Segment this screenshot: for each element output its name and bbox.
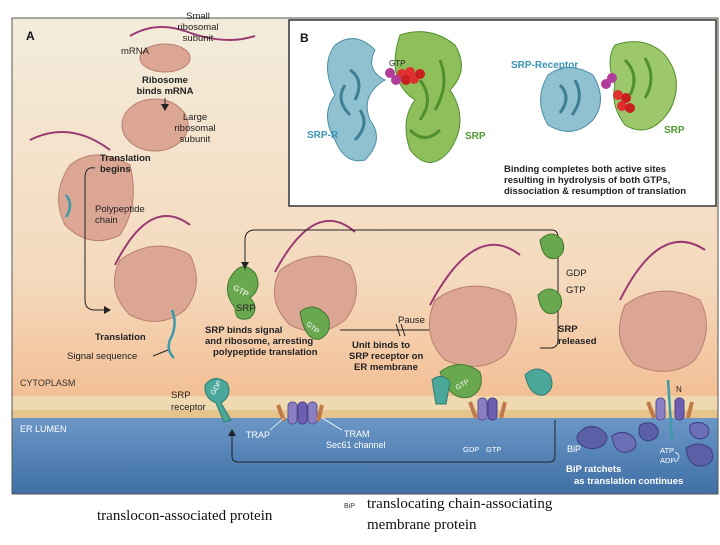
ribosome-stage-translation (113, 215, 197, 359)
bip-small-caption: BiP (344, 503, 355, 510)
lumen-gdp-label: GDP (463, 445, 479, 454)
ribosome-initiating-shape (58, 154, 134, 242)
arrow-translation-down (84, 167, 111, 314)
translocon-translocating (646, 397, 694, 421)
unit-binds-label-3: ER membrane (354, 362, 418, 373)
binding-text-line-2: resulting in hydrolysis of both GTPs, (504, 175, 670, 186)
srp-release-return-line (540, 229, 559, 349)
gtp-structure-label: GTP (389, 59, 405, 68)
small-subunit-label-2: ribosomal (177, 22, 218, 33)
receptor-recycle-arrow (228, 420, 556, 463)
small-subunit-label-1: Small (186, 11, 210, 22)
tram-definition-caption-1: translocating chain-associating (367, 496, 553, 512)
srp-receptor-on-membrane (204, 378, 232, 423)
unit-binds-label-2: SRP receptor on (349, 351, 423, 362)
srp-left-label: SRP (465, 131, 486, 142)
large-subunit-shape (121, 98, 189, 152)
ribosome-binds-label-2: binds mRNA (137, 86, 194, 97)
tram-definition-caption-2: membrane protein (367, 517, 477, 533)
adp-label: ADP (660, 456, 675, 465)
er-lumen-label: ER LUMEN (20, 424, 67, 434)
n-terminus-label: N (676, 385, 682, 394)
sec61-label: Sec61 channel (326, 440, 386, 450)
trap-definition-caption: translocon-associated protein (97, 508, 273, 524)
trap-label: TRAP (246, 430, 270, 440)
small-subunit-label-3: subunit (183, 33, 214, 44)
large-subunit-label-3: subunit (180, 134, 211, 145)
mrna-label: mRNA (121, 46, 150, 57)
cytoplasm-label: CYTOPLASM (20, 378, 75, 388)
panel-b-structure-right (540, 41, 677, 132)
bip-ratchets-label-2: as translation continues (574, 476, 683, 487)
released-gdp-label: GDP (566, 268, 587, 279)
srp-receptor-structure-label: SRP-Receptor (511, 60, 578, 71)
ribosome-stage-docked (428, 244, 521, 405)
ribosome-stage-arrest (273, 219, 357, 340)
srp-free-particle (226, 266, 259, 320)
binding-text-line-3: dissociation & resumption of translation (504, 186, 686, 197)
srp-receptor-label-2: receptor (171, 402, 206, 413)
er-membrane-core (12, 410, 718, 418)
srp-right-label: SRP (664, 125, 685, 136)
lumen-gtp-label: GTP (486, 445, 501, 454)
sec61-translocon (276, 401, 324, 425)
panel-a-letter: A (26, 29, 35, 43)
srp-binds-label-3: polypeptide translation (213, 347, 318, 358)
srp-released-label-2: released (558, 336, 597, 347)
mrna-strand-left (29, 131, 111, 151)
translation-begins-label-1: Translation (100, 153, 151, 164)
binding-text-line-1: Binding completes both active sites (504, 164, 666, 175)
translation-begins-label-2: begins (100, 164, 131, 175)
bip-label: BiP (567, 444, 581, 454)
srp-released-particles (524, 233, 565, 396)
polypeptide-label-2: chain (95, 215, 118, 226)
small-subunit-shape (139, 43, 191, 73)
panel-a-frame (11, 17, 719, 495)
bip-chaperones (576, 421, 714, 467)
translocon-pointers (269, 417, 343, 431)
srp-receptor-label-1: SRP (171, 390, 191, 401)
er-membrane-outer-leaflet (12, 396, 718, 410)
ribosome-binds-label-1: Ribosome (142, 75, 188, 86)
mrna-strand-top (129, 26, 256, 41)
large-subunit-label-2: ribosomal (174, 123, 215, 134)
atp-label: ATP (660, 446, 674, 455)
panel-b-letter: B (300, 31, 309, 45)
translocon-docked (468, 397, 507, 421)
pause-break-mark (395, 323, 406, 337)
unit-binds-label-1: Unit binds to (352, 340, 410, 351)
released-gtp-label: GTP (566, 285, 586, 296)
srp-binds-label-1: SRP binds signal (205, 325, 282, 336)
srp-released-label-1: SRP (558, 324, 578, 335)
large-subunit-label-1: Large (183, 112, 207, 123)
panel-b-structure-left (327, 31, 462, 163)
atp-adp-arrow (674, 451, 680, 463)
srp-binds-label-2: and ribosome, arresting (205, 336, 313, 347)
srp-r-label: SRP-R (307, 130, 339, 141)
nascent-chain-initial (64, 194, 72, 218)
srp-free-label: SRP (236, 303, 256, 314)
srp-recycle-arrow (244, 229, 540, 270)
ribosome-stage-translocating (618, 240, 707, 441)
polypeptide-label-1: Polypeptide (95, 204, 145, 215)
pause-label: Pause (398, 315, 425, 326)
tram-label: TRAM (344, 429, 370, 439)
signal-sequence-pointer (152, 349, 169, 357)
signal-sequence-label: Signal sequence (67, 351, 137, 362)
translation-label: Translation (95, 332, 146, 343)
bip-ratchets-label-1: BiP ratchets (566, 464, 621, 475)
